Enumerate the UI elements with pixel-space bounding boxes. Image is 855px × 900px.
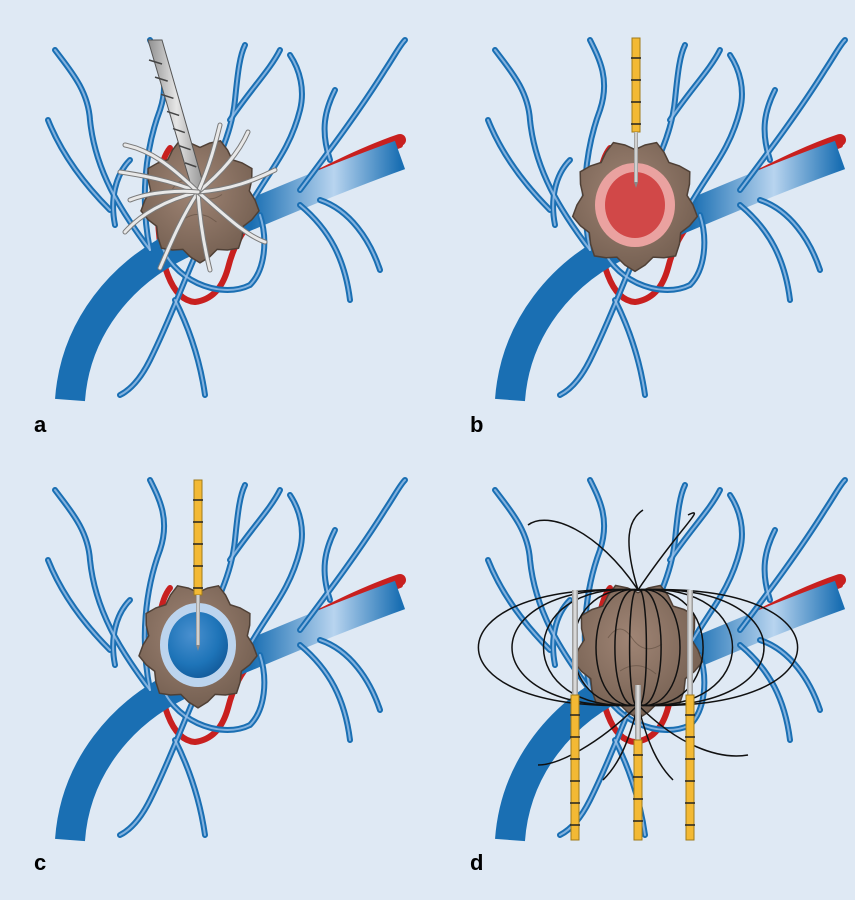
electrode-handle-2 (686, 695, 694, 840)
panel-label-b: b (470, 412, 483, 437)
rf-probe-shaft (634, 132, 638, 182)
cryo-probe-shaft (196, 595, 200, 645)
panel-label-a: a (34, 412, 47, 437)
rf-probe-handle (632, 38, 640, 132)
panel-label-c: c (34, 850, 46, 875)
electrode-shaft-0 (572, 590, 578, 700)
panel-label-d: d (470, 850, 483, 875)
electrode-shaft-2 (687, 590, 693, 700)
cryo-probe-handle (194, 480, 202, 595)
electrode-handle-0 (571, 695, 579, 840)
